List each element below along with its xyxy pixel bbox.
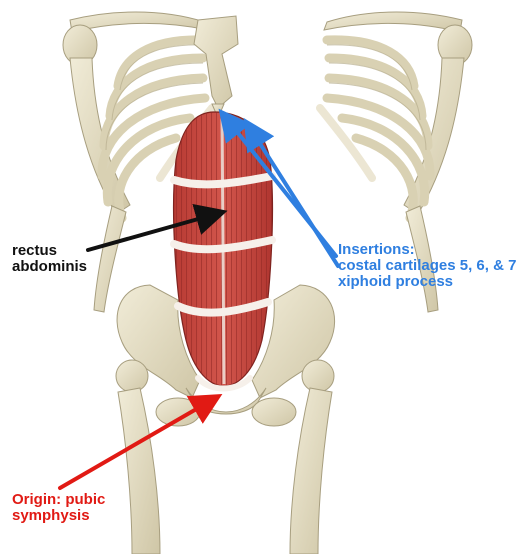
insertions-heading: Insertions: <box>338 242 516 258</box>
muscle-label: rectus abdominis <box>12 243 87 275</box>
origin-label-line-1: Origin: pubic <box>12 492 105 508</box>
muscle-label-line-2: abdominis <box>12 259 87 275</box>
insertions-label: Insertions: costal cartilages 5, 6, & 7 … <box>338 242 516 290</box>
origin-label-line-2: symphysis <box>12 508 105 524</box>
muscle-label-line-1: rectus <box>12 243 87 259</box>
origin-label: Origin: pubic symphysis <box>12 492 105 524</box>
rectus-abdominis-muscle <box>174 112 273 389</box>
clavicles <box>70 12 462 32</box>
insertions-line-3: xiphoid process <box>338 274 516 290</box>
insertions-line-2: costal cartilages 5, 6, & 7 <box>338 258 516 274</box>
